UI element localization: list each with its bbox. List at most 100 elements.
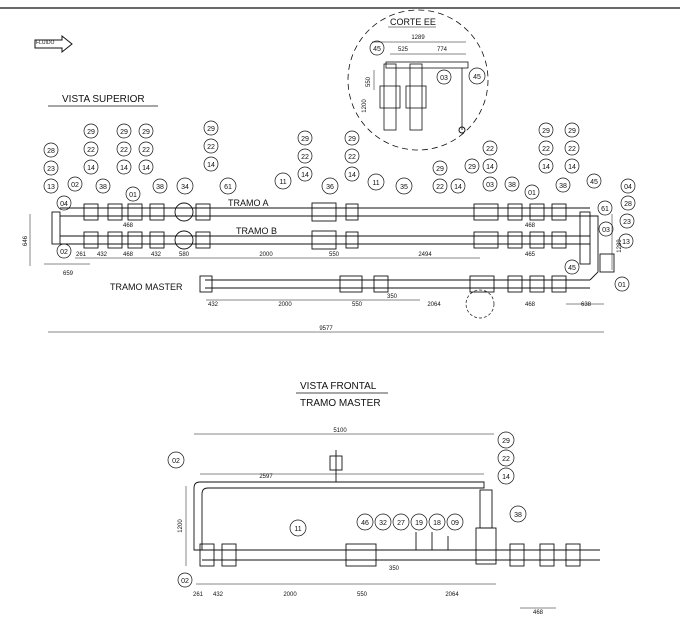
balloon-45: 45 (590, 179, 598, 186)
dim-m-350: 350 (387, 294, 398, 300)
section-dim-1200: 1200 (362, 99, 368, 113)
dim-2000: 2000 (259, 252, 273, 258)
balloon-s6-14: 14 (542, 164, 550, 171)
dim-1289: 1289 (617, 239, 623, 253)
front-dim-550: 550 (357, 592, 368, 598)
front-dim-432: 432 (213, 592, 224, 598)
front-balloon-38: 38 (514, 512, 522, 519)
section-balloons: 45 03 45 (369, 40, 486, 85)
balloon-28-r: 28 (624, 201, 632, 208)
dim-m-2064: 2064 (427, 302, 441, 308)
front-balloon-19: 19 (415, 520, 423, 527)
balloon-s4-22: 22 (436, 184, 444, 191)
balloon-a3-29: 29 (142, 129, 150, 136)
dim-646: 646 (23, 235, 29, 246)
front-view-pipes (185, 433, 600, 609)
flow-label: FLUIDO (36, 40, 54, 46)
balloon-sec-45b: 45 (473, 74, 481, 81)
balloon-s4-14: 14 (454, 184, 462, 191)
front-view-dimensions: 5100 2597 1200 261 432 2000 550 350 2064… (178, 428, 544, 616)
front-balloon-02-a: 02 (172, 458, 180, 465)
front-dim-5100: 5100 (333, 428, 347, 434)
front-dim-468: 468 (533, 610, 544, 616)
balloon-s1-14: 14 (207, 162, 215, 169)
dim-432b: 432 (151, 252, 162, 258)
label-tramo-b: TRAMO B (236, 226, 277, 236)
dim-total-9577: 9577 (319, 326, 333, 332)
balloon-35: 35 (400, 184, 408, 191)
balloon-a3-14: 14 (142, 165, 150, 172)
balloon-23-r: 23 (623, 219, 631, 226)
balloon-s5-29: 29 (468, 164, 476, 171)
balloon-11: 11 (279, 179, 286, 186)
front-dim-2000: 2000 (283, 592, 297, 598)
balloon-s3-14: 14 (348, 172, 356, 179)
balloon-s1-22: 22 (207, 144, 215, 151)
balloon-36: 36 (326, 184, 334, 191)
balloon-s4-29: 29 (436, 166, 444, 173)
dim-261: 261 (76, 252, 87, 258)
balloon-s7-14: 14 (568, 164, 576, 171)
dim-580: 580 (179, 252, 190, 258)
balloon-a2-29: 29 (120, 129, 128, 136)
balloon-sec-45a: 45 (373, 46, 381, 53)
balloon-a1-22: 22 (87, 147, 95, 154)
front-balloon-22: 22 (502, 456, 510, 463)
dim-550: 550 (329, 252, 340, 258)
title-front-view: VISTA FRONTAL (300, 381, 377, 392)
label-tramo-a: TRAMO A (228, 198, 269, 208)
front-balloon-27: 27 (397, 520, 405, 527)
balloon-s2-22: 22 (301, 154, 309, 161)
balloon-s2-14: 14 (301, 172, 309, 179)
section-dim-525: 525 (398, 47, 409, 53)
dim-m-550: 550 (352, 302, 363, 308)
dim-468a: 468 (123, 252, 134, 258)
balloon-13: 13 (47, 184, 55, 191)
label-tramo-master: TRAMO MASTER (110, 282, 183, 292)
front-dim-350: 350 (389, 566, 400, 572)
balloon-a2-22: 22 (120, 147, 128, 154)
balloon-s7-22: 22 (568, 146, 576, 153)
dim-468-top: 468 (123, 223, 134, 229)
balloon-02-b: 02 (60, 249, 68, 256)
front-balloon-02-b: 02 (181, 578, 189, 585)
section-ee-detail: CORTE EE 1289 525 774 550 1200 (347, 9, 489, 151)
balloon-01-r: 01 (528, 190, 536, 197)
front-balloon-29: 29 (502, 438, 510, 445)
balloon-61: 61 (224, 184, 232, 191)
top-view-balloons: 28 23 13 02 04 02 29 22 14 38 29 22 14 0… (43, 120, 636, 292)
balloon-28: 28 (47, 148, 55, 155)
section-dim-774: 774 (437, 47, 448, 53)
dim-m-2000: 2000 (278, 302, 292, 308)
balloon-34: 34 (181, 184, 189, 191)
balloon-s1-29: 29 (207, 126, 215, 133)
section-dim-550: 550 (366, 76, 372, 87)
front-balloon-11: 11 (294, 526, 301, 533)
balloon-s5-14: 14 (486, 164, 494, 171)
front-dim-2597: 2597 (259, 474, 273, 480)
balloon-38-r: 38 (508, 182, 516, 189)
front-balloon-09: 09 (451, 520, 459, 527)
dim-m-638: 638 (581, 302, 592, 308)
top-view-dimensions: 646 659 261 432 468 432 580 468 2000 550… (23, 223, 623, 332)
front-balloon-18: 18 (433, 520, 441, 527)
top-view-dim-lines (29, 214, 613, 333)
balloon-38-rr: 38 (559, 183, 567, 190)
front-view-balloons: 02 02 11 46 32 27 19 18 09 29 22 14 38 (167, 431, 527, 588)
balloon-a2-14: 14 (120, 165, 128, 172)
front-balloon-46: 46 (361, 520, 369, 527)
front-dim-261: 261 (193, 592, 204, 598)
dim-m-468: 468 (525, 302, 536, 308)
dim-m-432: 432 (208, 302, 219, 308)
balloon-sec-03: 03 (440, 75, 448, 82)
title-top-view: VISTA SUPERIOR (62, 94, 145, 105)
dim-465: 465 (525, 252, 536, 258)
balloon-a3-38: 38 (156, 184, 164, 191)
dim-2494: 2494 (418, 252, 432, 258)
flow-arrow: FLUIDO (34, 34, 73, 54)
balloon-s3-22: 22 (348, 154, 356, 161)
dim-659: 659 (63, 271, 74, 277)
balloon-a1-14: 14 (87, 165, 95, 172)
balloon-04: 04 (60, 201, 68, 208)
